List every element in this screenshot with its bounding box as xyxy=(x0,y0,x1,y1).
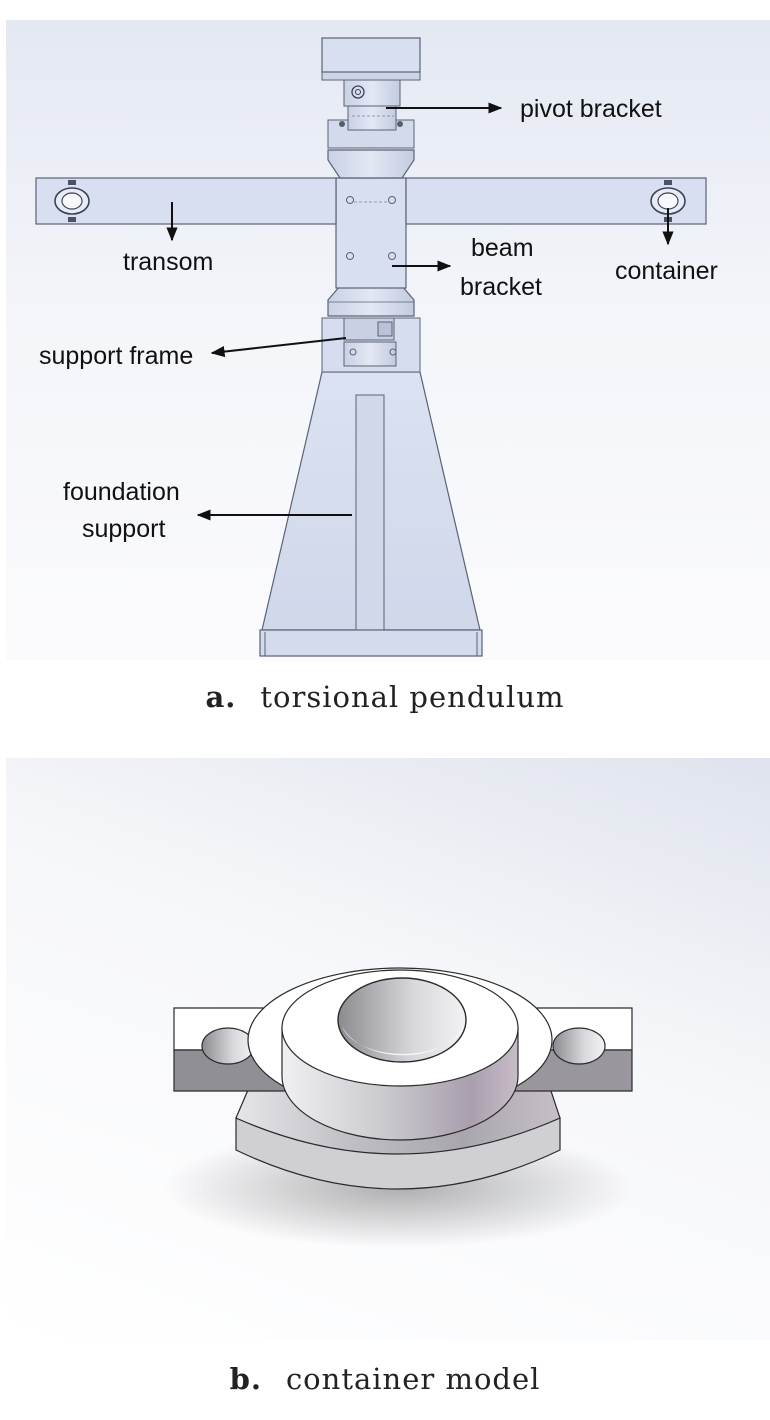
container-model xyxy=(173,967,633,1190)
label-transom: transom xyxy=(123,248,213,276)
label-beam: beam xyxy=(471,234,534,262)
foundation-support xyxy=(259,371,483,657)
label-container: container xyxy=(615,257,718,285)
container-svg xyxy=(163,967,633,1248)
caption-b-letter: b. xyxy=(229,1362,262,1396)
caption-a-text: torsional pendulum xyxy=(260,680,565,714)
pivot-bracket xyxy=(321,37,421,179)
caption-a-letter: a. xyxy=(205,680,237,714)
caption-b-text: container model xyxy=(285,1362,541,1396)
annotation-arrows xyxy=(166,102,674,521)
label-support: support xyxy=(82,515,165,543)
label-support-frame: support frame xyxy=(39,342,193,370)
label-foundation: foundation xyxy=(63,478,180,506)
support-frame xyxy=(321,285,421,373)
left-container xyxy=(54,180,90,222)
label-pivot-bracket: pivot bracket xyxy=(520,95,662,123)
beam-bracket xyxy=(335,177,407,289)
caption-a: a. torsional pendulum xyxy=(0,680,770,714)
pendulum-svg: pivot bracket transom beam bracket conta… xyxy=(35,37,718,657)
torsional-pendulum-drawing: pivot bracket transom beam bracket conta… xyxy=(6,20,770,660)
support-frame-arrow xyxy=(210,337,347,358)
caption-b: b. container model xyxy=(0,1362,770,1396)
label-bracket: bracket xyxy=(460,273,542,301)
container-model-drawing xyxy=(6,758,770,1340)
